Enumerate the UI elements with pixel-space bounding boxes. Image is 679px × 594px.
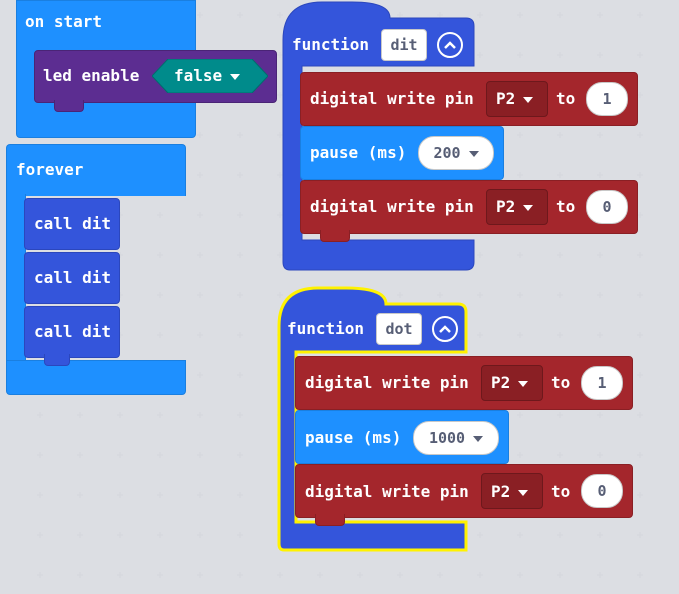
dot-digital-write-2[interactable]: [295, 464, 633, 518]
dit-digital-write-2[interactable]: [300, 180, 638, 234]
dropdown-triangle-icon: [230, 73, 241, 80]
dot-pin-dropdown-2[interactable]: [481, 473, 543, 509]
call-dit-label-2: call dit: [34, 268, 112, 287]
dit-pin-dropdown-2[interactable]: [486, 189, 548, 225]
dit-value-2[interactable]: 0: [586, 190, 628, 224]
call-dit-label-3: call dit: [34, 322, 112, 341]
dot-to-label-1: to: [551, 373, 571, 392]
dot-digital-write-1-label: digital write pin: [305, 373, 469, 392]
function-dit-keyword: function: [292, 35, 370, 54]
dot-to-label-2: to: [551, 482, 571, 501]
dit-digital-write-1[interactable]: [300, 72, 638, 126]
dit-pin-dropdown-1-label: P2: [496, 89, 534, 109]
function-dot-name[interactable]: dot: [376, 313, 422, 345]
false-dropdown-label: false: [174, 66, 241, 86]
dot-digital-write-2-label: digital write pin: [305, 482, 469, 501]
dit-pin-dropdown-2-label: P2: [496, 197, 534, 217]
function-dit-name[interactable]: dit: [381, 29, 427, 61]
dropdown-triangle-icon: [518, 489, 529, 496]
dit-digital-write-2-label: digital write pin: [310, 197, 474, 216]
dot-pin-dropdown-1[interactable]: [481, 365, 543, 401]
dit-value-1[interactable]: 1: [586, 82, 628, 116]
dropdown-triangle-icon: [518, 380, 529, 387]
dit-digital-write-1-label: digital write pin: [310, 89, 474, 108]
dot-value-2[interactable]: 0: [581, 474, 623, 508]
led-enable-label: led enable: [43, 66, 140, 85]
call-dit-block-3[interactable]: [24, 306, 120, 358]
dot-pin-dropdown-1-label: P2: [491, 373, 529, 393]
function-dot-keyword: function: [287, 319, 365, 338]
dit-pause-value[interactable]: 200: [418, 136, 494, 170]
collapse-chevron-icon[interactable]: [432, 316, 458, 342]
false-dropdown[interactable]: [152, 59, 268, 93]
dropdown-triangle-icon: [468, 150, 479, 157]
dit-to-label-1: to: [556, 89, 576, 108]
dot-value-1[interactable]: 1: [581, 366, 623, 400]
dot-pause-label: pause (ms): [305, 428, 402, 447]
dit-to-label-2: to: [556, 197, 576, 216]
call-dit-block-2[interactable]: [24, 252, 120, 304]
dropdown-triangle-icon: [473, 435, 484, 442]
dit-pin-dropdown-1[interactable]: [486, 81, 548, 117]
call-dit-block-1[interactable]: [24, 198, 120, 250]
dot-digital-write-1[interactable]: [295, 356, 633, 410]
dot-pause-value[interactable]: 1000: [413, 421, 499, 455]
dit-pause-label: pause (ms): [310, 143, 407, 162]
dropdown-triangle-icon: [523, 204, 534, 211]
dot-pin-dropdown-2-label: P2: [491, 482, 529, 502]
on-start-label: on start: [25, 12, 103, 31]
dropdown-triangle-icon: [523, 96, 534, 103]
collapse-chevron-icon[interactable]: [437, 32, 463, 58]
call-dit-label-1: call dit: [34, 214, 112, 233]
forever-label: forever: [16, 160, 84, 179]
